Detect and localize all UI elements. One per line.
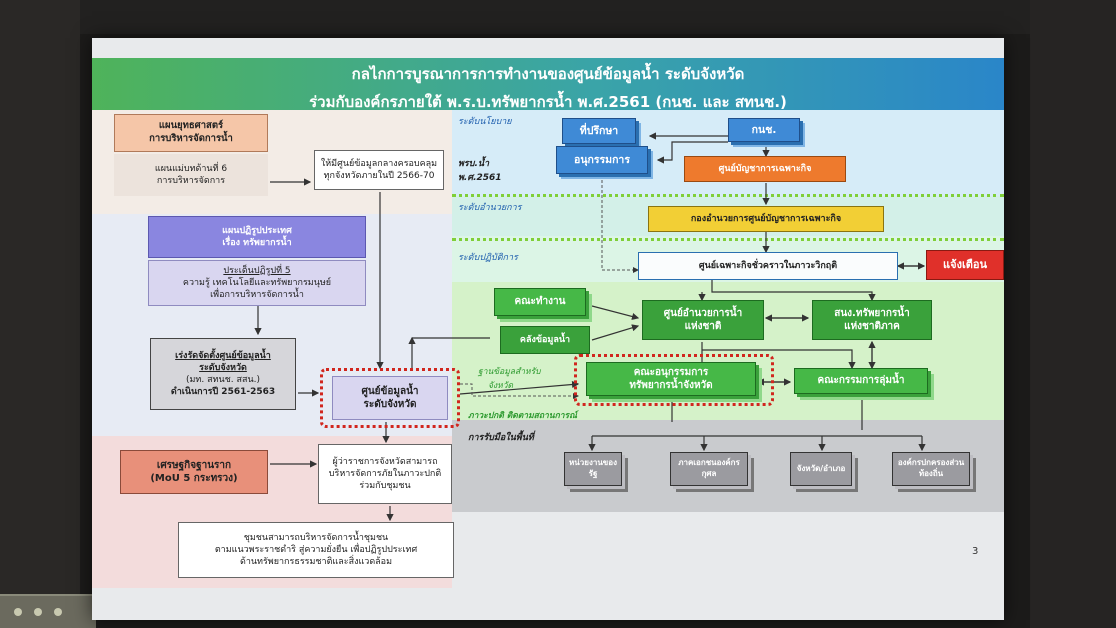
strategy-plan-title-line1: แผนยุทธศาสตร์ xyxy=(158,120,224,132)
provincial-water-subcommittee: คณะอนุกรรมการ ทรัพยากรน้ำจังหวัด xyxy=(586,362,756,396)
data-center-target: ให้มีศูนย์ข้อมูลกลางครอบคลุม ทุกจังหวัดภ… xyxy=(314,150,444,190)
reform-plan-title-line2: เรื่อง ทรัพยากรน้ำ xyxy=(222,238,292,248)
reform-plan-detail-line1: ประเด็นปฏิรูปที่ 5 xyxy=(223,265,291,276)
water-act-label-line1: พรบ.น้ำ xyxy=(458,159,490,169)
highlight-ring-provincial-committee xyxy=(574,354,774,406)
provincial-water-subcommittee-line1: คณะอนุกรรมการ xyxy=(633,366,709,378)
policy-level-label: ระดับนโยบาย xyxy=(458,117,512,127)
data-center-target-line2: ทุกจังหวัดภายในปี 2566-70 xyxy=(323,171,435,181)
governor-capability-line3: ร่วมกับชุมชน xyxy=(359,481,411,492)
local-government-box: องค์กรปกครองส่วน ท้องถิ่น xyxy=(892,452,970,486)
normal-situation-label: ภาวะปกติ ติดตามสถานการณ์ xyxy=(468,411,577,421)
device-light-icon xyxy=(54,608,62,616)
reform-plan-title-line1: แผนปฏิรูปประเทศ xyxy=(222,225,292,236)
basin-committee-box: คณะกรรมการลุ่มน้ำ xyxy=(794,368,928,394)
province-district-box: จังหวัด/อำเภอ xyxy=(790,452,852,486)
pilot-data-center-line1: เร่งรัดจัดตั้งศูนย์ข้อมูลน้ำ xyxy=(175,350,271,361)
working-group-box: คณะทำงาน xyxy=(494,288,586,316)
national-water-command-center: ศูนย์อำนวยการน้ำ แห่งชาติ xyxy=(642,300,764,340)
pilot-data-center-line4: ดำเนินการปี 2561-2563 xyxy=(170,387,276,398)
community-outcome-line1: ชุมชนสามารถบริหารจัดการน้ำชุมชน xyxy=(243,532,389,543)
temporary-crisis-center: ศูนย์เฉพาะกิจชั่วคราวในภาวะวิกฤติ xyxy=(638,252,898,280)
private-charity-line2: กุศล xyxy=(701,469,717,478)
device-light-icon xyxy=(14,608,22,616)
knc-committee-box: กนช. xyxy=(728,118,800,142)
governor-capability-line1: ผู้ว่าราชการจังหวัดสามารถ xyxy=(332,456,438,467)
national-water-command-center-line2: แห่งชาติ xyxy=(684,321,722,332)
provincial-water-data-center-line2: ระดับจังหวัด xyxy=(363,399,417,410)
regional-water-office-line2: แห่งชาติภาค xyxy=(844,321,900,332)
data-center-target-line1: ให้มีศูนย์ข้อมูลกลางครอบคลุม xyxy=(320,158,438,169)
room-wall-left xyxy=(0,0,80,628)
water-data-warehouse: คลังข้อมูลน้ำ xyxy=(500,326,590,354)
strategy-plan-title-line2: การบริหารจัดการน้ำ xyxy=(149,133,233,144)
slide-title-bar: กลไกการบูรณาการการทำงานของศูนย์ข้อมูลน้ำ… xyxy=(92,58,1004,111)
reform-plan-detail-line2: ความรู้ เทคโนโลยีและทรัพยากรมนุษย์ xyxy=(182,277,332,288)
reform-plan-detail: ประเด็นปฏิรูปที่ 5 ความรู้ เทคโนโลยีและท… xyxy=(148,260,366,306)
advisor-box: ที่ปรึกษา xyxy=(562,118,636,144)
command-staff-box: กองอำนวยการศูนย์บัญชาการเฉพาะกิจ xyxy=(648,206,884,232)
water-act-label-line2: พ.ศ.2561 xyxy=(458,173,502,183)
strategy-plan-detail-line2: การบริหารจัดการ xyxy=(156,176,226,186)
pilot-data-center-box: เร่งรัดจัดตั้งศูนย์ข้อมูลน้ำ ระดับจังหวั… xyxy=(150,338,296,410)
local-government-line1: องค์กรปกครองส่วน xyxy=(897,458,965,468)
slide-page-number: 3 xyxy=(972,546,979,557)
slide-subtitle: ร่วมกับองค์กรภายใต้ พ.ร.บ.ทรัพยากรน้ำ พ.… xyxy=(309,93,787,111)
provincial-water-data-center: ศูนย์ข้อมูลน้ำ ระดับจังหวัด xyxy=(332,376,448,420)
data-link-label-line1: ฐานข้อมูลสำหรับ xyxy=(478,367,541,377)
grassroots-economy-line1: เศรษฐกิจฐานราก xyxy=(156,459,232,471)
slide-title: กลไกการบูรณาการการทำงานของศูนย์ข้อมูลน้ำ… xyxy=(351,65,745,83)
private-charity-box: ภาคเอกชนองค์กร กุศล xyxy=(670,452,748,486)
projected-slide: กลไกการบูรณาการการทำงานของศูนย์ข้อมูลน้ำ… xyxy=(92,38,1004,620)
area-response-label: การรับมือในพื้นที่ xyxy=(468,433,534,443)
grassroots-economy-line2: (MoU 5 กระทรวง) xyxy=(150,473,238,484)
level-divider xyxy=(452,194,1004,197)
connector-lines xyxy=(254,132,926,522)
community-outcome-line2: ตามแนวพระราชดำริ สู่ความยั่งยืน เพื่อปฏิ… xyxy=(214,544,418,555)
governor-capability-line2: บริหารจัดการภัยในภาวะปกติ xyxy=(328,468,442,479)
pilot-data-center-line2: ระดับจังหวัด xyxy=(199,362,247,373)
device-light-icon xyxy=(34,608,42,616)
strategy-plan-detail-line1: แผนแม่บทด้านที่ 6 xyxy=(154,163,228,174)
provincial-water-data-center-line1: ศูนย์ข้อมูลน้ำ xyxy=(361,385,419,397)
local-government-line2: ท้องถิ่น xyxy=(918,469,944,478)
command-level-label: ระดับอำนวยการ xyxy=(458,203,522,213)
pilot-data-center-line3: (มท. สทนช. สสน.) xyxy=(185,375,261,385)
room-wall-right xyxy=(1030,0,1116,628)
operation-level-label: ระดับปฏิบัติการ xyxy=(458,253,518,263)
national-water-command-center-line1: ศูนย์อำนวยการน้ำ xyxy=(663,307,743,319)
strategy-plan-detail: แผนแม่บทด้านที่ 6 การบริหารจัดการ xyxy=(114,154,268,196)
special-command-center: ศูนย์บัญชาการเฉพาะกิจ xyxy=(684,156,846,182)
alert-box: แจ้งเตือน xyxy=(926,250,1004,280)
room-ceiling xyxy=(0,0,1116,34)
regional-water-office-line1: สนง.ทรัพยากรน้ำ xyxy=(834,307,910,319)
reform-plan-title: แผนปฏิรูปประเทศ เรื่อง ทรัพยากรน้ำ xyxy=(148,216,366,258)
desk-device xyxy=(0,594,96,628)
governor-capability-box: ผู้ว่าราชการจังหวัดสามารถ บริหารจัดการภั… xyxy=(318,444,452,504)
regional-water-office: สนง.ทรัพยากรน้ำ แห่งชาติภาค xyxy=(812,300,932,340)
data-link-label-line2: จังหวัด xyxy=(488,381,514,391)
strategy-plan-title: แผนยุทธศาสตร์ การบริหารจัดการน้ำ xyxy=(114,114,268,152)
community-outcome-box: ชุมชนสามารถบริหารจัดการน้ำชุมชน ตามแนวพร… xyxy=(178,522,454,578)
highlight-ring-provincial-center xyxy=(320,368,460,428)
community-outcome-line3: ด้านทรัพยากรธรรมชาติและสิ่งแวดล้อม xyxy=(239,557,393,568)
reform-plan-detail-line3: เพื่อการบริหารจัดการน้ำ xyxy=(210,290,304,301)
private-charity-line1: ภาคเอกชนองค์กร xyxy=(678,458,740,468)
government-agency-box: หน่วยงานของรัฐ xyxy=(564,452,622,486)
grassroots-economy-box: เศรษฐกิจฐานราก (MoU 5 กระทรวง) xyxy=(120,450,268,494)
provincial-water-subcommittee-line2: ทรัพยากรน้ำจังหวัด xyxy=(629,380,713,391)
subcommittee-box: อนุกรรมการ xyxy=(556,146,648,174)
level-divider xyxy=(452,238,1004,241)
